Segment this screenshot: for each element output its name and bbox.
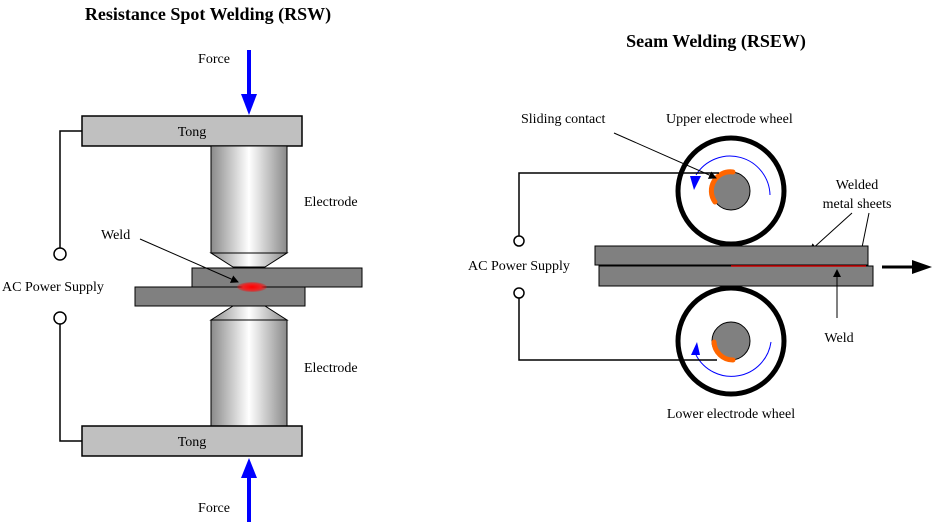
rsw-power-wiring	[53, 130, 82, 442]
rsew-power-label: AC Power Supply	[468, 259, 570, 274]
tong-top	[81, 115, 303, 147]
seam-sheet-upper	[594, 245, 869, 266]
rsw-power-label: AC Power Supply	[2, 280, 104, 295]
sliding-contact-upper	[708, 169, 736, 205]
sliding-contact-lower	[711, 339, 736, 363]
force-arrow-up-icon	[241, 458, 257, 522]
force-label-bottom: Force	[198, 501, 230, 516]
welded-sheets-label-line2: metal sheets	[823, 197, 892, 212]
tong-top-label: Tong	[178, 125, 207, 140]
sliding-contact-label: Sliding contact	[521, 112, 605, 127]
sliding-contact-pointer	[613, 132, 717, 179]
electrode-bottom-label: Electrode	[304, 361, 358, 376]
force-label-top: Force	[198, 52, 230, 67]
electrode-bottom	[209, 305, 289, 427]
rsew-title: Seam Welding (RSEW)	[626, 31, 806, 52]
upper-wheel-label: Upper electrode wheel	[666, 112, 793, 127]
rotation-arrow-upper-icon	[695, 155, 771, 196]
weld-pointer	[139, 238, 239, 283]
rsew-diagram: Seam Welding (RSEW) Sliding contact Uppe…	[468, 31, 932, 422]
tong-bottom-label: Tong	[178, 435, 207, 450]
lower-electrode-wheel	[675, 285, 787, 397]
welded-sheets-pointer-1	[809, 212, 853, 252]
electrode-top-label: Electrode	[304, 195, 358, 210]
seam-sheet-lower	[598, 265, 874, 287]
welded-sheets-label-line1: Welded	[836, 178, 878, 193]
weld-label: Weld	[101, 228, 130, 243]
feed-direction-arrow-icon	[882, 260, 932, 274]
lower-wheel-label: Lower electrode wheel	[667, 407, 795, 422]
rsew-power-wiring	[513, 172, 719, 361]
rsw-title: Resistance Spot Welding (RSW)	[85, 4, 331, 25]
force-arrow-down-icon	[241, 50, 257, 115]
upper-electrode-wheel	[675, 135, 787, 247]
seam-weld-label: Weld	[824, 331, 853, 346]
tong-bottom	[81, 425, 303, 457]
sheet-lower	[134, 286, 306, 307]
rotation-arrow-lower-icon	[695, 341, 772, 377]
weld-spot	[237, 282, 267, 292]
sheet-upper	[191, 267, 363, 288]
rsw-diagram: Resistance Spot Welding (RSW) Force Tong…	[2, 4, 363, 522]
electrode-top	[209, 145, 289, 268]
